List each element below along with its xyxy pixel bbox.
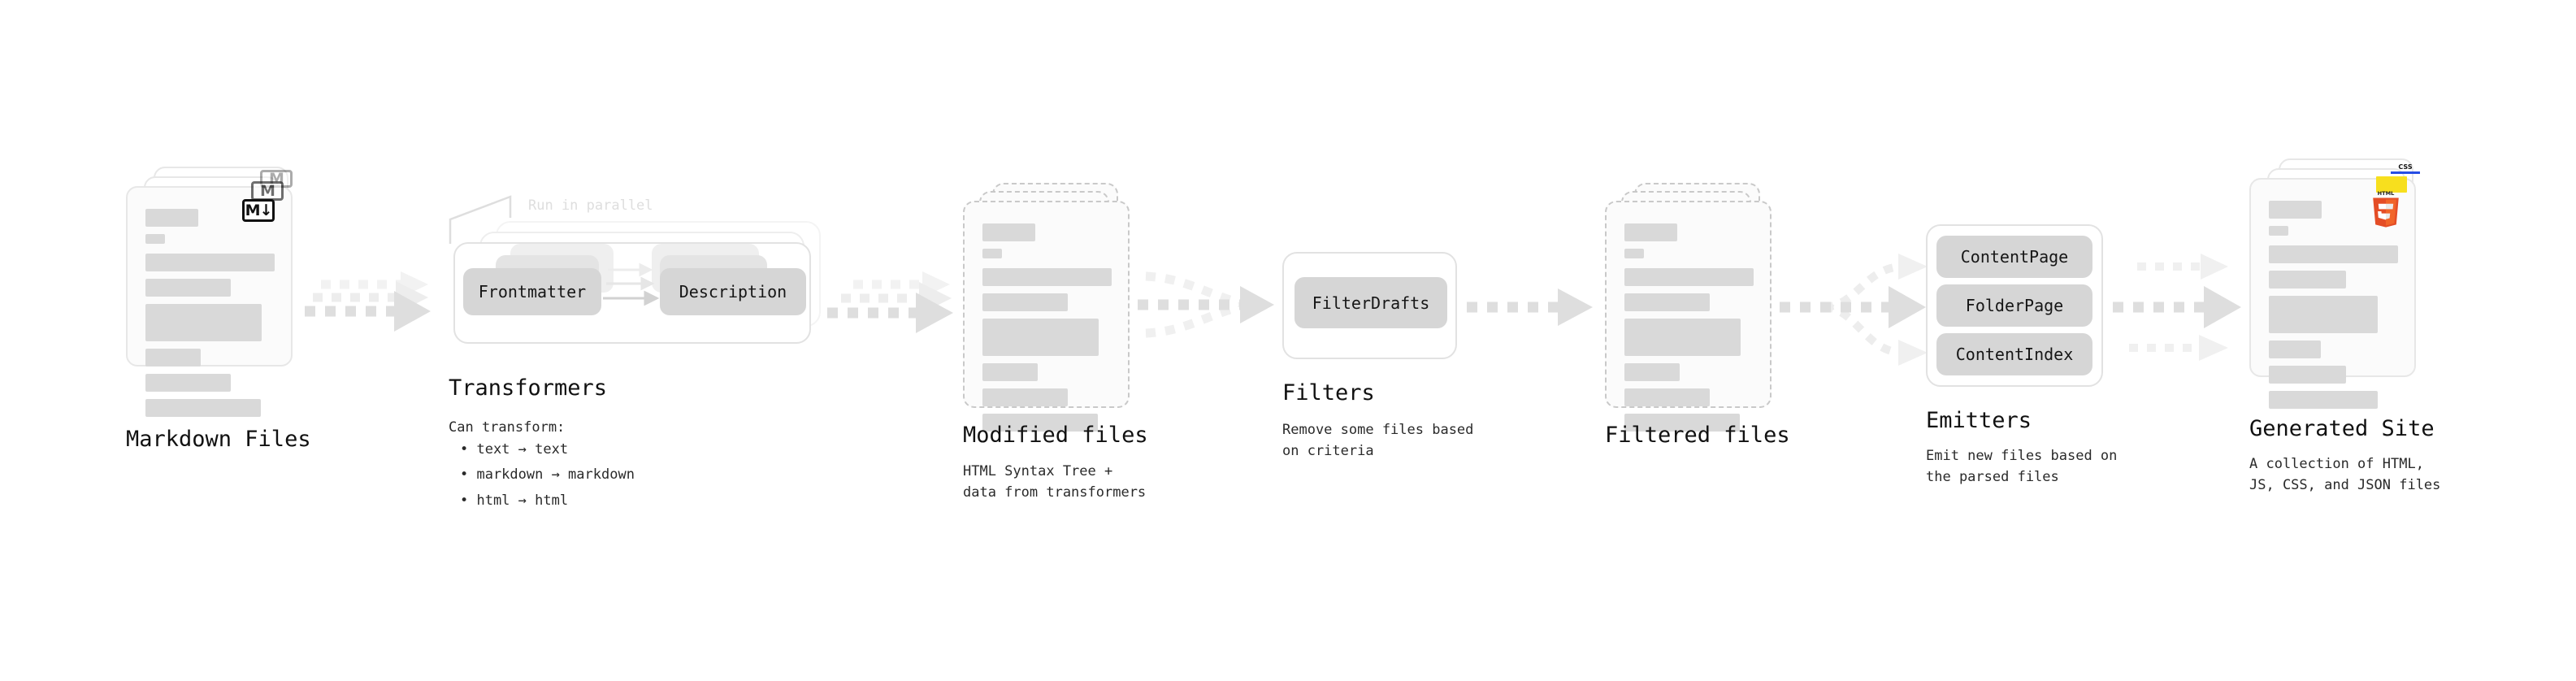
emitters-subtitle: Emit new files based on the parsed files xyxy=(1926,448,2118,486)
content-line xyxy=(2269,271,2347,288)
filtered-content-lines xyxy=(1624,223,1754,439)
content-line xyxy=(1624,249,1644,258)
content-line xyxy=(2269,391,2378,409)
css-badge-label: CSS xyxy=(2398,163,2413,171)
emitters-pill-folderpage[interactable]: FolderPage xyxy=(1936,284,2092,327)
content-line xyxy=(145,349,202,367)
generated-site-cardstack: CSS HTML xyxy=(2249,158,2424,409)
transformers-subtitle: Can transform: xyxy=(449,419,566,436)
filters-title: Filters xyxy=(1282,380,1375,406)
filtered-files-title: Filtered files xyxy=(1605,423,1790,448)
filtered-card-front xyxy=(1605,201,1772,432)
content-line xyxy=(145,254,275,271)
content-line xyxy=(145,304,262,341)
content-line xyxy=(982,268,1112,286)
content-line xyxy=(982,363,1039,381)
site-card-front xyxy=(2249,178,2416,409)
content-line xyxy=(982,414,1098,432)
svg-text:HTML: HTML xyxy=(2378,190,2395,197)
modified-files-title: Modified files xyxy=(963,423,1148,448)
js-badge xyxy=(2376,176,2407,193)
emitters-title: Emitters xyxy=(1926,408,2032,433)
generated-site-title: Generated Site xyxy=(2249,416,2435,441)
markdown-content-lines xyxy=(145,209,275,424)
emitters-pill-contentindex[interactable]: ContentIndex xyxy=(1936,333,2092,375)
arrow-filters-to-filtered xyxy=(1467,288,1593,326)
filtered-files-cardstack xyxy=(1605,183,1780,432)
bullet-item: • text → text xyxy=(460,441,569,458)
site-content-lines xyxy=(2269,201,2398,416)
content-line xyxy=(1624,414,1740,432)
content-line xyxy=(982,388,1068,406)
transformer-pill-frontmatter[interactable]: Frontmatter xyxy=(463,268,601,315)
markdown-files-title: Markdown Files xyxy=(126,427,311,452)
run-in-parallel-label: Run in parallel xyxy=(528,197,653,214)
transformers-title: Transformers xyxy=(449,375,608,401)
content-line xyxy=(2269,366,2347,384)
modified-content-lines xyxy=(982,223,1112,439)
css-badge-underline xyxy=(2391,171,2420,174)
markdown-badge-ghost: M xyxy=(251,181,284,201)
content-line xyxy=(145,209,198,227)
html5-icon: HTML xyxy=(2373,190,2399,228)
markdown-card-front xyxy=(126,186,293,417)
modified-files-subtitle: HTML Syntax Tree + data from transformer… xyxy=(963,463,1147,501)
arrow-markdown-to-transformers xyxy=(305,271,431,332)
content-line xyxy=(1624,268,1754,286)
content-line xyxy=(2269,245,2398,263)
modified-files-cardstack xyxy=(963,183,1138,432)
content-line xyxy=(982,249,1002,258)
transformers-bullets: • text → text • markdown → markdown • ht… xyxy=(460,437,635,514)
content-line xyxy=(1624,293,1710,311)
content-line xyxy=(145,234,165,244)
transformer-inner-arrows xyxy=(603,262,660,306)
generated-site-subtitle: A collection of HTML, JS, CSS, and JSON … xyxy=(2249,456,2441,494)
transformer-pill-description[interactable]: Description xyxy=(660,268,806,315)
content-line xyxy=(145,399,261,417)
css-badge: CSS xyxy=(2391,163,2420,176)
filters-pill-filterdrafts[interactable]: FilterDrafts xyxy=(1295,277,1447,328)
modified-card-front xyxy=(963,201,1130,432)
arrow-filtered-to-emitters xyxy=(1780,254,1928,366)
content-line xyxy=(1624,363,1680,381)
markdown-badge: M↓ xyxy=(242,199,275,222)
content-line xyxy=(2269,340,2321,358)
content-line xyxy=(2269,226,2288,236)
emitters-pill-contentpage[interactable]: ContentPage xyxy=(1936,236,2092,278)
markdown-files-cardstack: M↓ M M xyxy=(126,167,297,417)
content-line xyxy=(2269,201,2322,219)
content-line xyxy=(2269,296,2378,333)
content-line xyxy=(145,374,231,392)
content-line xyxy=(145,279,231,297)
content-line xyxy=(982,223,1035,241)
arrow-transformers-to-modified xyxy=(827,271,953,333)
run-in-parallel-bracket xyxy=(449,195,512,244)
content-line xyxy=(982,293,1068,311)
content-line xyxy=(1624,388,1710,406)
bullet-item: • html → html xyxy=(460,492,569,509)
filters-subtitle: Remove some files based on criteria xyxy=(1282,422,1474,460)
content-line xyxy=(1624,319,1741,356)
bullet-item: • markdown → markdown xyxy=(460,466,635,484)
arrow-emitters-to-site xyxy=(2113,254,2241,361)
content-line xyxy=(982,319,1099,356)
content-line xyxy=(1624,223,1677,241)
arrow-modified-to-filters xyxy=(1138,271,1274,338)
